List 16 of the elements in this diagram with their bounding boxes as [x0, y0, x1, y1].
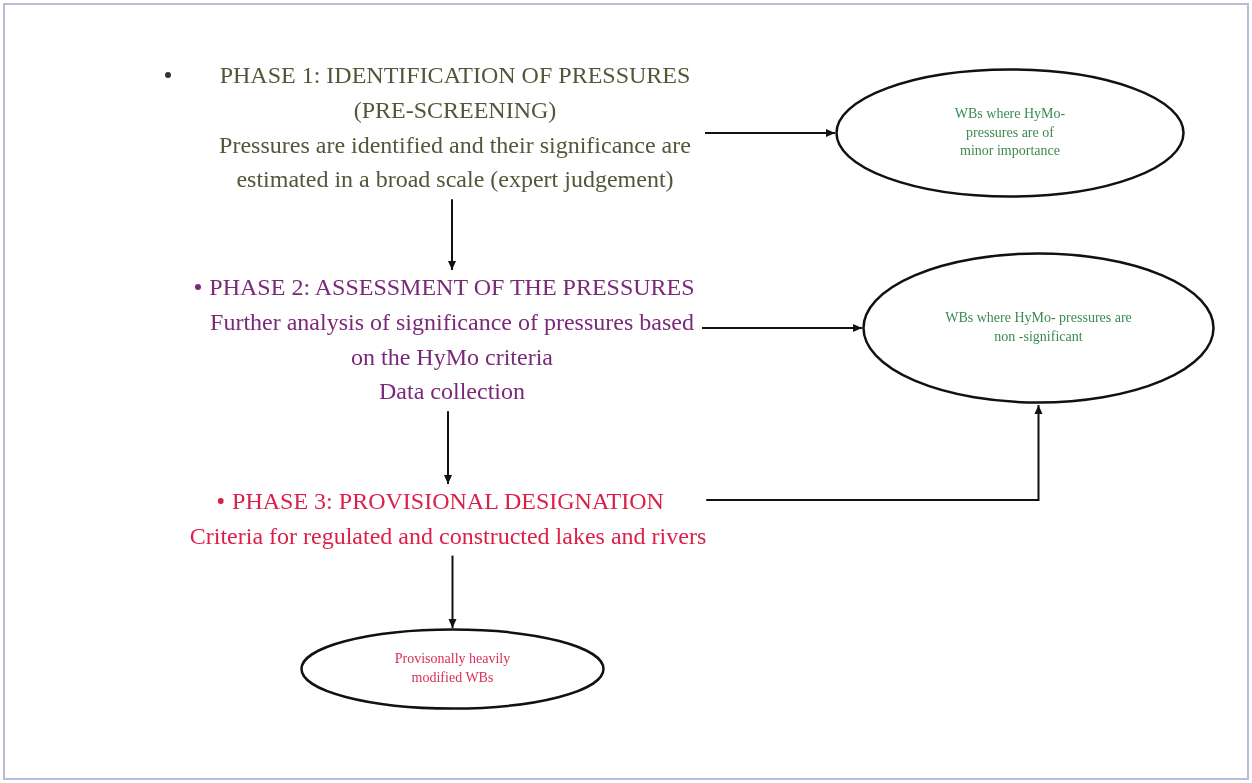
phase-description: Data collection: [379, 377, 525, 407]
outcome-text: WBs where HyMo- pressures are non -significant: [944, 309, 1133, 346]
arrow: [704, 129, 836, 137]
phase-heading: PHASE 2: ASSESSMENT OF THE PRESSURES: [209, 273, 695, 302]
phase-description: Criteria for regulated and constructed lakes and rivers: [189, 521, 707, 551]
arrow: [448, 198, 456, 271]
outcome-text: Provisonally heavily modified WBs: [393, 650, 512, 687]
phase-heading: PHASE 3: PROVISIONAL DESIGNATION: [232, 487, 664, 516]
arrow: [444, 410, 452, 485]
arrow: [705, 404, 1043, 501]
phase-heading: PHASE 1: IDENTIFICATION OF PRESSURES (PRE-SCREENING): [218, 61, 692, 125]
phase-description: Further analysis of significance of pressures based on the HyMo criteria: [209, 307, 695, 372]
outcome-text: WBs where HyMo- pressures are of minor importance: [953, 104, 1067, 161]
phase-description: Pressures are identified and their significance are estimated in a broad scale (expert judgement): [218, 130, 692, 195]
arrow: [701, 324, 863, 332]
arrow: [448, 554, 457, 629]
